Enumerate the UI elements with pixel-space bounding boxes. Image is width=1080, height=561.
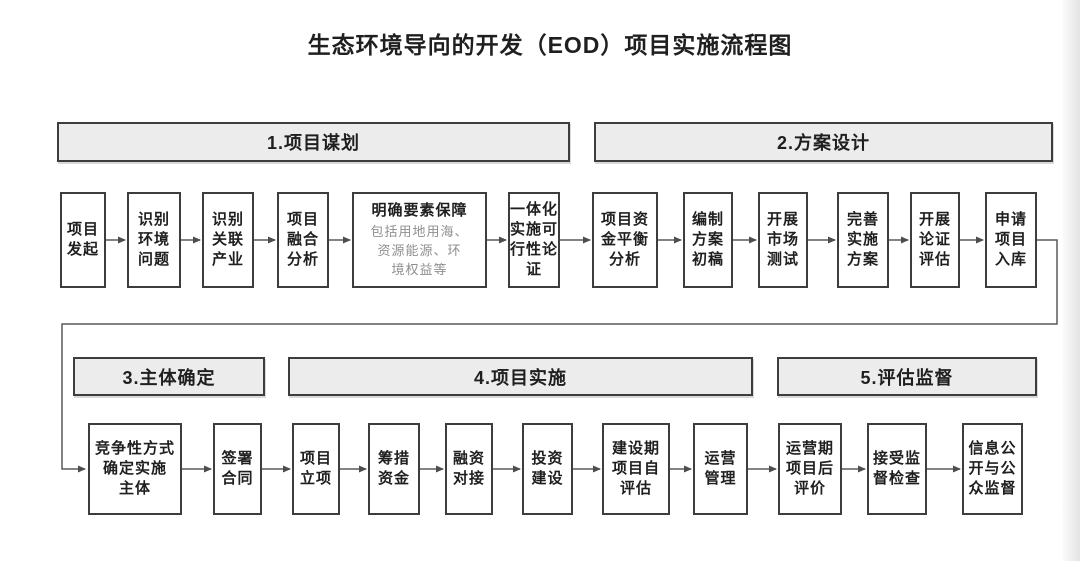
flow-node-clarify-element-guarantee: 明确要素保障 包括用地用海、 资源能源、环 境权益等 (352, 192, 487, 288)
flow-node-label: 项目 立项 (299, 449, 332, 487)
flow-node-label: 融资 对接 (452, 449, 485, 487)
flow-node-label: 开展 市场 测试 (766, 210, 799, 269)
flow-node-label: 信息公 开与公 众监督 (968, 439, 1017, 498)
flow-node-apply-project-storage: 申请 项目 入库 (985, 192, 1037, 288)
flow-node-sign-contract: 签署 合同 (213, 423, 262, 515)
flow-node-label: 一体化 实施可 行性论 证 (510, 200, 559, 279)
phase-header-subject-determination: 3.主体确定 (73, 357, 265, 396)
flow-node-accept-supervision-inspection: 接受监 督检查 (867, 423, 927, 515)
flow-node-label: 项目资 金平衡 分析 (600, 210, 649, 269)
page-title: 生态环境导向的开发（EOD）项目实施流程图 (307, 32, 793, 58)
flow-node-improve-scheme: 完善 实施 方案 (837, 192, 889, 288)
flow-node-label: 接受监 督检查 (872, 449, 921, 487)
flow-node-label: 项目 融合 分析 (286, 210, 319, 269)
flow-node-project-approval: 项目 立项 (292, 423, 340, 515)
flow-node-label: 编制 方案 初稿 (691, 210, 724, 269)
flow-node-financing-connection: 融资 对接 (445, 423, 493, 515)
flow-node-project-initiation: 项目 发起 (60, 192, 106, 288)
flow-node-label: 识别 环境 问题 (137, 210, 170, 269)
flow-node-demonstration-evaluation: 开展 论证 评估 (910, 192, 960, 288)
flow-node-label: 完善 实施 方案 (846, 210, 879, 269)
page-edge-shade (1063, 0, 1080, 561)
phase-header-evaluation-supervision: 5.评估监督 (777, 357, 1037, 396)
flow-node-label: 签署 合同 (221, 449, 254, 487)
flow-node-label: 识别 关联 产业 (211, 210, 244, 269)
flow-node-draft-scheme: 编制 方案 初稿 (683, 192, 733, 288)
flow-node-market-test: 开展 市场 测试 (758, 192, 808, 288)
flow-node-label: 投资 建设 (531, 449, 564, 487)
flow-node-operation-post-evaluation: 运营期 项目后 评价 (778, 423, 842, 515)
flow-node-operation-management: 运营 管理 (693, 423, 748, 515)
flow-node-label: 项目 发起 (66, 220, 99, 258)
flow-node-identify-env-issues: 识别 环境 问题 (127, 192, 181, 288)
flow-node-label: 运营 管理 (704, 449, 737, 487)
flow-node-label: 建设期 项目自 评估 (611, 439, 660, 498)
flow-node-construction-self-evaluation: 建设期 项目自 评估 (602, 423, 670, 515)
flow-node-label: 运营期 项目后 评价 (785, 439, 834, 498)
flow-node-label: 竞争性方式 确定实施 主体 (94, 439, 175, 498)
flow-node-competitive-subject: 竞争性方式 确定实施 主体 (88, 423, 182, 515)
phase-header-project-implementation: 4.项目实施 (288, 357, 753, 396)
flow-node-project-integration-analysis: 项目 融合 分析 (277, 192, 329, 288)
flow-node-label: 申请 项目 入库 (994, 210, 1027, 269)
phase-header-scheme-design: 2.方案设计 (594, 122, 1053, 162)
flow-node-raise-funds: 筹措 资金 (368, 423, 420, 515)
flow-node-subtext: 包括用地用海、 资源能源、环 境权益等 (370, 223, 469, 277)
phase-header-project-planning: 1.项目谋划 (57, 122, 570, 162)
flow-node-identify-related-industries: 识别 关联 产业 (202, 192, 254, 288)
flow-node-information-disclosure: 信息公 开与公 众监督 (962, 423, 1023, 515)
flow-node-investment-construction: 投资 建设 (522, 423, 573, 515)
flow-node-fund-balance-analysis: 项目资 金平衡 分析 (592, 192, 658, 288)
flow-node-label: 明确要素保障 (371, 201, 468, 219)
flow-node-integrated-feasibility: 一体化 实施可 行性论 证 (508, 192, 560, 288)
flow-node-label: 筹措 资金 (377, 449, 410, 487)
flow-node-label: 开展 论证 评估 (918, 210, 951, 269)
